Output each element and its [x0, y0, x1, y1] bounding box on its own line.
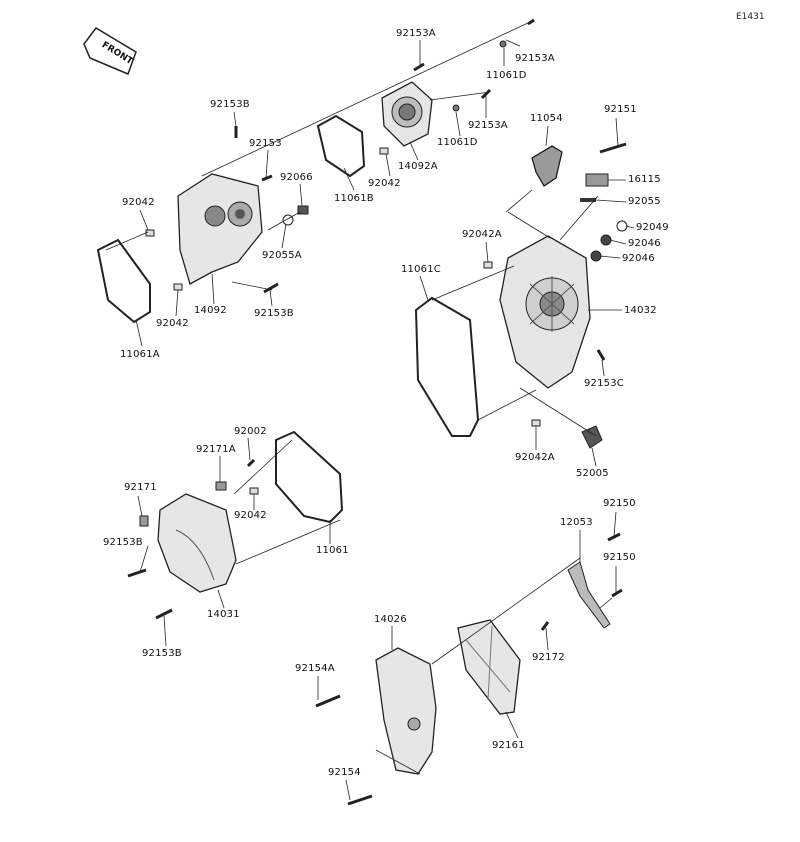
bracket-12053-icon [567, 561, 611, 629]
part-label: 92150 [603, 498, 636, 509]
front-arrow-icon: FRONT [83, 27, 137, 75]
part-label: 92066 [280, 172, 313, 183]
dowel-92042-c-icon [379, 147, 389, 155]
bolt-92154A-icon [315, 694, 341, 708]
seal-11061D-b-icon [452, 104, 460, 112]
bolt-92153C-icon [596, 349, 606, 361]
part-label: 92153 [249, 138, 282, 149]
part-label: 12053 [560, 517, 593, 528]
clip-92171A-icon [215, 481, 227, 491]
part-label: 92153C [584, 378, 624, 389]
seal-11061D-a-icon [499, 40, 507, 48]
washer-92049-icon [616, 220, 628, 232]
part-label: 92153A [515, 53, 555, 64]
part-label: 92153B [103, 537, 143, 548]
part-label: 92171 [124, 482, 157, 493]
part-label: 92042 [234, 510, 267, 521]
clutch-cover-14032-icon [499, 235, 591, 389]
guide-16115-icon [585, 173, 609, 187]
part-label: 11061D [437, 137, 478, 148]
gasket-11061A-icon [96, 238, 151, 324]
diagram-code: E1431 [736, 12, 765, 22]
bolt-92151-icon [599, 142, 627, 154]
bolt-92002-icon [246, 458, 256, 468]
part-label: 92153B [210, 99, 250, 110]
bolt-92150-a-icon [607, 532, 621, 542]
bolt-92153-icon [261, 174, 273, 182]
dowel-92042A-b-icon [531, 419, 541, 427]
part-label: 14026 [374, 614, 407, 625]
part-label: 11061D [486, 70, 527, 81]
bolt-92172-icon [540, 621, 550, 631]
dowel-92042-d-icon [249, 487, 259, 495]
part-label: 92150 [603, 552, 636, 563]
part-label: 11054 [530, 113, 563, 124]
dowel-92042A-a-icon [483, 261, 493, 269]
part-label: 52005 [576, 468, 609, 479]
dowel-92042-a-icon [145, 229, 155, 237]
bolt-92150-b-icon [611, 588, 623, 598]
part-label: 92055A [262, 250, 302, 261]
part-label: 92153A [396, 28, 436, 39]
part-label: 11061A [120, 349, 160, 360]
part-label: 11061C [401, 264, 441, 275]
seal-92046-b-icon [590, 250, 602, 262]
part-label: 92153B [142, 648, 182, 659]
bracket-11054-icon [531, 145, 563, 187]
gasket-11061B-icon [316, 114, 366, 178]
part-label: 92042 [122, 197, 155, 208]
clip-92171-icon [139, 515, 149, 527]
part-label: 11061 [316, 545, 349, 556]
bolt-92153A-a-icon [413, 62, 425, 72]
part-label: 92042A [462, 229, 502, 240]
bolt-92153B-d-icon [155, 608, 173, 620]
part-label: 92154 [328, 767, 361, 778]
part-label: 14092A [398, 161, 438, 172]
spring-92055-icon [580, 198, 596, 202]
guard-92161-icon [457, 619, 521, 715]
part-label: 92154A [295, 663, 335, 674]
bolt-92153B-mid-icon [263, 282, 279, 294]
bolt-92153A-c-icon [480, 88, 492, 100]
part-label: 92151 [604, 104, 637, 115]
part-label: 92172 [532, 652, 565, 663]
part-label: 92049 [636, 222, 669, 233]
cover-14092-icon [177, 173, 263, 285]
part-label: 92042 [156, 318, 189, 329]
part-label: 92046 [622, 253, 655, 264]
gasket-11061-icon [275, 430, 344, 524]
bolt-92153B-c-icon [127, 568, 147, 578]
part-label: 11061B [334, 193, 374, 204]
part-label: 92153B [254, 308, 294, 319]
plug-92066-icon [297, 205, 309, 215]
seal-92046-a-icon [600, 234, 612, 246]
part-label: 92171A [196, 444, 236, 455]
part-label: 92042 [368, 178, 401, 189]
plug-52005-icon [581, 425, 603, 449]
part-label: 92161 [492, 740, 525, 751]
bolt-92154-icon [347, 794, 373, 806]
bolt-92153A-b-icon [527, 18, 535, 26]
dowel-92042-b-icon [173, 283, 183, 291]
part-label: 92042A [515, 452, 555, 463]
generator-cover-14031-icon [157, 493, 237, 593]
starter-cover-14092A-icon [381, 81, 433, 147]
part-label: 14032 [624, 305, 657, 316]
part-label: 92046 [628, 238, 661, 249]
part-label: 16115 [628, 174, 661, 185]
part-label: 14092 [194, 305, 227, 316]
gasket-11061C-icon [414, 296, 480, 437]
part-label: 92153A [468, 120, 508, 131]
part-label: 14031 [207, 609, 240, 620]
leader-lines [105, 21, 635, 801]
sprocket-cover-14026-icon [375, 647, 437, 775]
part-label: 92055 [628, 196, 661, 207]
part-label: 92002 [234, 426, 267, 437]
